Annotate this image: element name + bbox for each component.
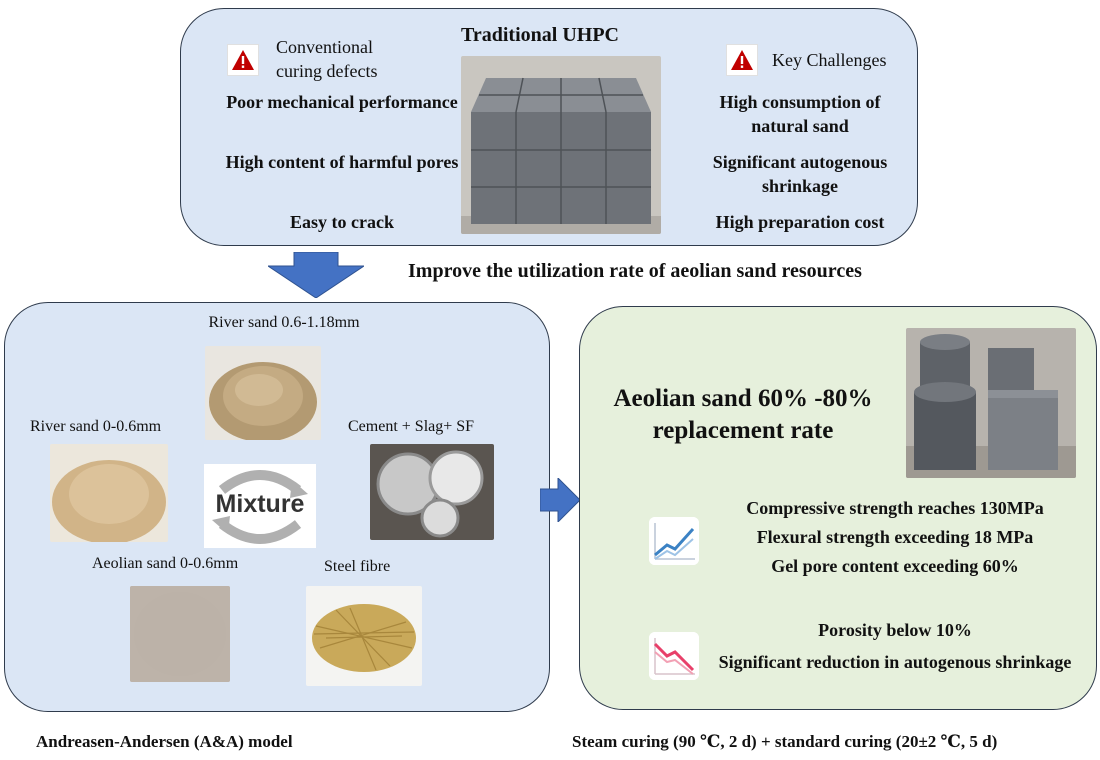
mixture-label: Mixture [215,490,305,518]
binder-powder-photo [370,444,494,540]
defects-heading: Conventional curing defects [276,37,378,81]
steel-fibre-photo [306,586,422,686]
binder-label: Cement + Slag+ SF [348,418,475,435]
cycle-arrows-icon [204,464,316,548]
replacement-headline: Aeolian sand 60% -80% replacement rate [613,385,873,444]
curing-regime-caption: Steam curing (90 ℃, 2 d) + standard curi… [572,732,998,751]
steel-fibre-label: Steel fibre [324,558,391,575]
aeolian-sand-photo [130,586,230,682]
challenge-item: Significant autogenous shrinkage [712,152,888,196]
right-arrow-icon [540,478,580,522]
river-sand-fine-label: River sand 0-0.6mm [30,418,162,435]
down-arrow-icon [268,252,364,298]
aa-model-caption: Andreasen-Andersen (A&A) model [36,732,293,751]
aeolian-uhpc-specimens-photo [906,328,1076,478]
strength-item: Gel pore content exceeding 60% [771,556,1019,576]
river-sand-coarse-label: River sand 0.6-1.18mm [208,314,360,331]
reduction-item: Porosity below 10% [818,620,972,640]
defect-item: Poor mechanical performance [226,92,458,112]
aeolian-sand-label: Aeolian sand 0-0.6mm [92,555,239,572]
top-title: Traditional UHPC [461,24,619,46]
challenge-item: High consumption of natural sand [719,92,881,136]
defect-item: Easy to crack [290,212,394,232]
river-sand-fine-photo [50,444,168,542]
reduction-item: Significant reduction in autogenous shri… [718,652,1072,672]
warning-icon [227,44,259,76]
challenge-item: High preparation cost [715,212,885,232]
strength-item: Compressive strength reaches 130MPa [746,498,1044,518]
defect-item: High content of harmful pores [225,152,459,172]
warning-icon [726,44,758,76]
trend-down-icon [649,632,699,680]
river-sand-coarse-photo [205,346,321,440]
trend-up-icon [649,517,699,565]
challenges-heading: Key Challenges [772,50,887,70]
strength-item: Flexural strength exceeding 18 MPa [756,527,1034,547]
uhpc-cubes-photo [461,56,661,234]
improve-text: Improve the utilization rate of aeolian … [408,260,862,282]
